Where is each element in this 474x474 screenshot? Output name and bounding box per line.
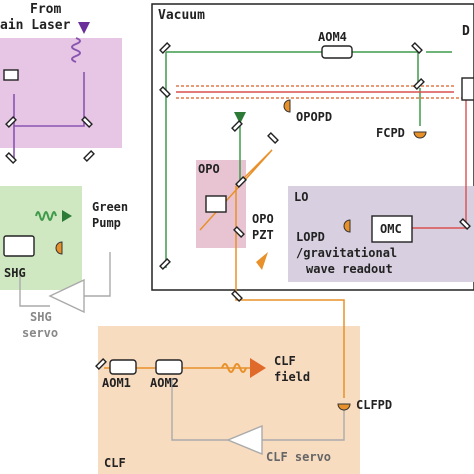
mirror-icon: [159, 42, 171, 54]
aom4-icon: [321, 45, 353, 59]
clf-field-arrow-icon: [250, 358, 266, 378]
shg-servo-label-line2: servo: [22, 326, 59, 340]
main-laser-region: [0, 38, 122, 148]
clf-field-label-line2: field: [274, 370, 311, 384]
opo-pzt-label-line1: OPO: [252, 212, 274, 226]
green-pump-label-line1: Green: [92, 200, 129, 214]
mirror-icon: [159, 86, 171, 98]
mirror-icon: [81, 116, 93, 128]
clf-field-label-line1: CLF: [274, 354, 296, 368]
vacuum-label: Vacuum: [158, 8, 205, 23]
clf-servo-amplifier-icon: [226, 424, 263, 456]
opo-pzt-label-line2: PZT: [252, 228, 274, 242]
vacuum-region: [151, 3, 474, 291]
mirror-icon: [267, 132, 279, 144]
photodetector-icons: [55, 99, 427, 411]
mirror-icon: [5, 152, 17, 164]
green-pump-arrow-icon: [234, 112, 246, 124]
lopd-photodetector-icon: [343, 219, 351, 233]
opo-pzt-arrow-icon: [256, 252, 268, 270]
green-pump-waveform-icon: [35, 211, 57, 221]
mirror-icon: [235, 176, 247, 188]
mirror-icon: [413, 78, 425, 90]
green-pump-arrow-icon-2: [62, 210, 72, 222]
omc-box: [371, 215, 413, 243]
top-right-partial-label: D: [462, 24, 470, 39]
lo-label: LO: [294, 190, 309, 204]
lopd-label-line1: LOPD: [296, 230, 325, 244]
aom1-label: AOM1: [102, 376, 131, 390]
mirror-icon: [95, 358, 107, 370]
omc-label: OMC: [380, 222, 402, 236]
aom1-icon: [109, 359, 137, 375]
aom-icons: [3, 45, 474, 375]
main-laser-input-arrow: [78, 22, 90, 34]
main-laser-beam: [13, 72, 85, 160]
opo-label: OPO: [198, 162, 220, 176]
clf-region-label: CLF: [104, 456, 126, 470]
mirror-icon: [159, 258, 171, 270]
main-laser-waveform-icon: [71, 37, 81, 63]
main-laser-isolator-icon: [3, 69, 19, 81]
from-main-laser-label-line1: From: [30, 2, 62, 17]
mirror-icons: [5, 42, 471, 370]
mirror-icon: [5, 116, 17, 128]
clfpd-label: CLFPD: [356, 398, 393, 412]
right-edge-component-icon: [461, 77, 474, 101]
aom2-label: AOM2: [150, 376, 179, 390]
clfpd-photodetector-icon: [337, 403, 351, 411]
mirror-icon: [233, 226, 245, 238]
fcpd-photodetector-icon: [413, 131, 427, 139]
clf-servo-label: CLF servo: [266, 450, 332, 464]
shg-servo-label-line1: SHG: [30, 310, 52, 324]
opopd-label: OPOPD: [296, 110, 333, 124]
mirror-icon: [459, 218, 471, 230]
mirror-icon: [231, 290, 243, 302]
aom4-label: AOM4: [318, 30, 347, 44]
fcpd-label: FCPD: [376, 126, 405, 140]
aom2-icon: [155, 359, 183, 375]
green-pump-label-line2: Pump: [92, 216, 121, 230]
opopd-photodetector-icon: [283, 99, 291, 113]
mirror-icon: [231, 120, 243, 132]
servo-lines: [19, 252, 345, 441]
mirror-icon: [411, 42, 423, 54]
mirror-icon: [83, 150, 95, 162]
lopd-label-line3: wave readout: [306, 262, 393, 276]
lopd-label-line2: /gravitational: [296, 246, 398, 260]
opo-crystal-icon: [205, 195, 227, 213]
shg-servo-amplifier-icon: [48, 278, 85, 314]
from-main-laser-label-line2: ain Laser: [0, 18, 71, 33]
clf-waveform-icon: [221, 363, 247, 373]
shg-label: SHG: [4, 266, 26, 280]
shg-photodetector-icon: [55, 241, 63, 255]
shg-icon: [3, 235, 35, 257]
clf-region: [98, 326, 360, 474]
